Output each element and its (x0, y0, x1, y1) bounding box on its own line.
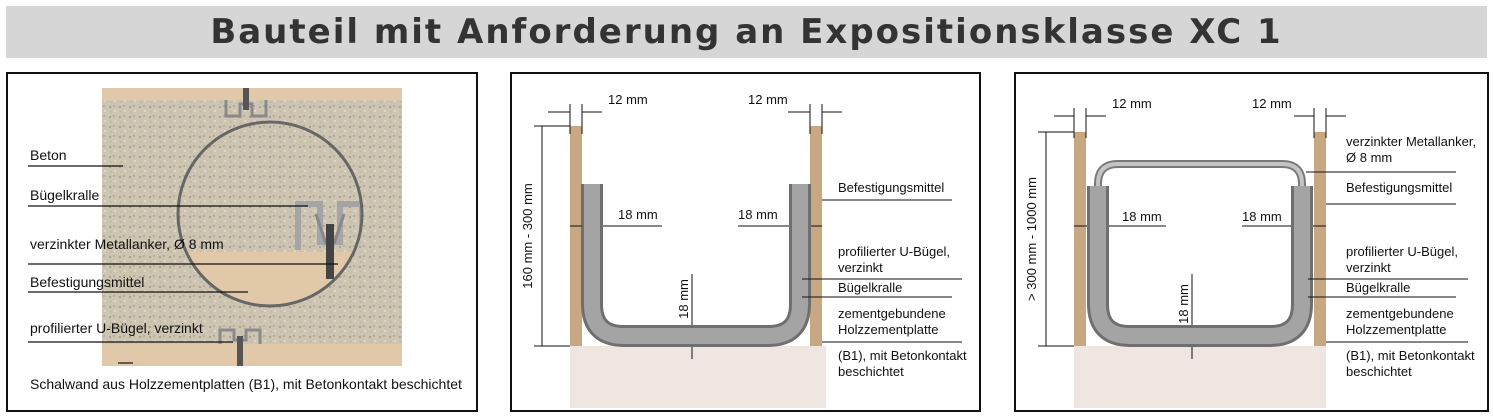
label-u-buegel-1: profilierter U-Bügel, (838, 244, 950, 259)
board-right (1314, 132, 1326, 346)
label-beton: Beton (30, 147, 67, 163)
board-bottom (102, 344, 402, 366)
panel3-dimension-lines (1038, 108, 1346, 359)
board-left (570, 126, 582, 346)
panel-closed-bracket-section: 12 mm 12 mm > 300 mm - 1000 mm 18 mm 18 … (1014, 72, 1489, 412)
u-bracket-top (224, 88, 268, 118)
dim-bar-left: 18 mm (1122, 209, 1162, 224)
label-u-buegel-1: profilierter U-Bügel, (1346, 244, 1458, 259)
u-bracket-bottom (218, 328, 262, 366)
u-bar (1090, 186, 1310, 344)
dim-height: > 300 mm - 1000 mm (1024, 177, 1039, 301)
label-zement-2: Holzzementplatte (838, 322, 938, 337)
panel2-leader-lines (802, 199, 962, 343)
dim-bar-right: 18 mm (1242, 209, 1282, 224)
closed-bracket-drawing: 12 mm 12 mm > 300 mm - 1000 mm 18 mm 18 … (1024, 96, 1476, 408)
label-u-buegel: profilierter U-Bügel, verzinkt (30, 320, 203, 336)
dim-right-board: 12 mm (1252, 96, 1292, 111)
page-title: Bauteil mit Anforderung an Expositionskl… (210, 12, 1283, 52)
label-zement-2: Holzzementplatte (1346, 322, 1446, 337)
u-bracket-drawing: 12 mm 12 mm 160 mm - 300 mm 18 mm 18 mm … (520, 92, 967, 408)
label-buegelkralle: Bügelkralle (30, 187, 99, 203)
dim-bar-right: 18 mm (738, 207, 778, 222)
panel1-leader-lines (28, 165, 338, 364)
panel3-leader-lines (1306, 171, 1468, 343)
label-befestigungsmittel: Befestigungsmittel (30, 274, 144, 290)
dim-right-board: 12 mm (748, 92, 788, 107)
board-top (102, 88, 402, 100)
label-befestigungsmittel: Befestigungsmittel (838, 180, 944, 195)
label-schalwand: Schalwand aus Holzzementplatten (B1), mi… (30, 376, 462, 392)
label-u-buegel-2: verzinkt (1346, 260, 1391, 275)
metal-anchor-outline (1094, 160, 1306, 199)
base-slab (1074, 346, 1326, 408)
label-b1-1: (B1), mit Betonkontakt (1346, 348, 1475, 363)
title-bar: Bauteil mit Anforderung an Expositionskl… (6, 6, 1487, 58)
label-metallanker: verzinkter Metallanker, Ø 8 mm (30, 236, 224, 252)
label-b1-1: (B1), mit Betonkontakt (838, 348, 967, 363)
label-anker-2: Ø 8 mm (1346, 150, 1392, 165)
label-anker-1: verzinkter Metallanker, (1346, 134, 1476, 149)
panel2-dimension-lines (534, 104, 842, 359)
label-b1-2: beschichtet (838, 364, 904, 379)
dim-left-board: 12 mm (608, 92, 648, 107)
label-b1-2: beschichtet (1346, 364, 1412, 379)
dim-left-board: 12 mm (1112, 96, 1152, 111)
metal-anchor (1096, 162, 1304, 199)
label-zement-1: zementgebundene (838, 306, 946, 321)
u-bar (584, 184, 808, 344)
panel-u-bracket-section: 12 mm 12 mm 160 mm - 300 mm 18 mm 18 mm … (510, 72, 981, 412)
base-slab (570, 346, 826, 408)
label-buegelkralle: Bügelkralle (1346, 280, 1410, 295)
dim-height: 160 mm - 300 mm (520, 183, 535, 288)
dim-bar-bottom: 18 mm (676, 279, 691, 319)
label-u-buegel-2: verzinkt (838, 260, 883, 275)
label-zement-1: zementgebundene (1346, 306, 1454, 321)
label-befestigungsmittel: Befestigungsmittel (1346, 180, 1452, 195)
board-left (1074, 132, 1086, 346)
dim-bar-left: 18 mm (618, 207, 658, 222)
label-buegelkralle: Bügelkralle (838, 280, 902, 295)
panel-concrete-section: Beton Bügelkralle verzinkter Metallanker… (6, 72, 478, 412)
dim-bar-bottom: 18 mm (1176, 284, 1191, 324)
concrete-section-drawing: Beton Bügelkralle verzinkter Metallanker… (28, 88, 462, 392)
board-right (810, 126, 822, 346)
